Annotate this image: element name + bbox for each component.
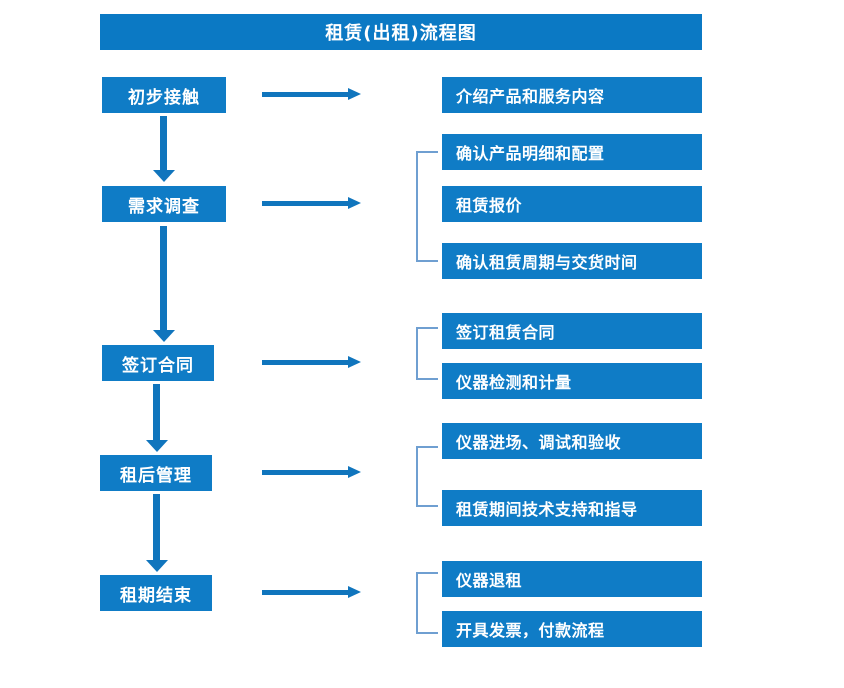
- vertical-arrow-contract-to-management: [146, 384, 168, 452]
- horizontal-arrow-rental-end: [262, 584, 362, 602]
- bracket-needs-survey-group: [416, 151, 438, 262]
- detail-box-invoice-payment[interactable]: 开具发票，付款流程: [442, 611, 702, 647]
- page-title: 租赁(出租)流程图: [100, 14, 702, 50]
- detail-box-rental-quotation[interactable]: 租赁报价: [442, 186, 702, 222]
- detail-box-confirm-rental-period[interactable]: 确认租赁周期与交货时间: [442, 243, 702, 279]
- stage-box-initial-contact[interactable]: 初步接触: [102, 77, 226, 113]
- horizontal-arrow-needs-survey: [262, 195, 362, 213]
- horizontal-arrow-sign-contract: [262, 354, 362, 372]
- bracket-rental-end-group: [416, 572, 438, 634]
- vertical-arrow-initial-to-needs: [153, 116, 175, 182]
- detail-box-instrument-testing[interactable]: 仪器检测和计量: [442, 363, 702, 399]
- stage-box-needs-survey[interactable]: 需求调查: [102, 186, 226, 222]
- detail-box-instrument-return[interactable]: 仪器退租: [442, 561, 702, 597]
- stage-box-sign-contract[interactable]: 签订合同: [102, 345, 214, 381]
- vertical-arrow-management-to-end: [146, 494, 168, 572]
- bracket-sign-contract-group: [416, 327, 438, 380]
- detail-box-sign-rental-contract[interactable]: 签订租赁合同: [442, 313, 702, 349]
- horizontal-arrow-initial-contact: [262, 86, 362, 104]
- bracket-post-rental-group: [416, 446, 438, 507]
- stage-box-rental-end[interactable]: 租期结束: [100, 575, 212, 611]
- vertical-arrow-needs-to-contract: [153, 226, 175, 342]
- horizontal-arrow-post-rental-management: [262, 464, 362, 482]
- detail-box-confirm-product-details[interactable]: 确认产品明细和配置: [442, 134, 702, 170]
- detail-box-introduce-products[interactable]: 介绍产品和服务内容: [442, 77, 702, 113]
- detail-box-technical-support[interactable]: 租赁期间技术支持和指导: [442, 490, 702, 526]
- stage-box-post-rental-management[interactable]: 租后管理: [100, 455, 212, 491]
- detail-box-instrument-entry-commissioning[interactable]: 仪器进场、调试和验收: [442, 423, 702, 459]
